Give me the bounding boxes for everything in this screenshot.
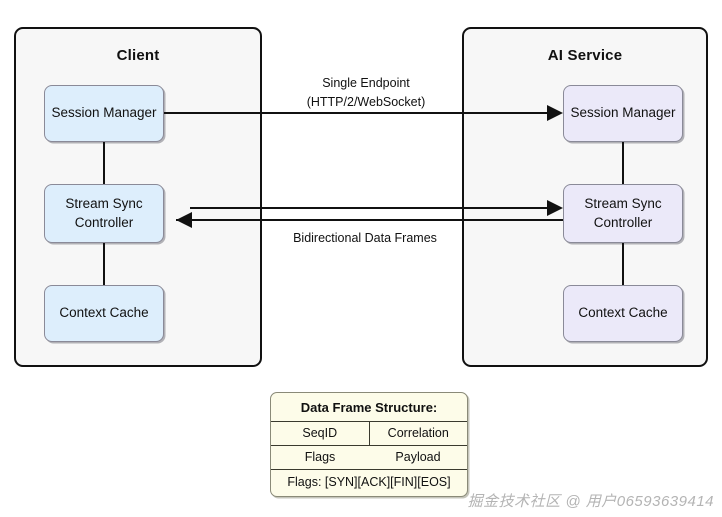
client-title: Client <box>116 47 160 64</box>
service-context-cache-label: Context Cache <box>578 305 668 321</box>
frame-cell-flags: Flags <box>304 450 336 464</box>
data-frame-structure-title: Data Frame Structure: <box>300 400 438 415</box>
single-endpoint-label-line1: Single Endpoint <box>322 76 410 90</box>
watermark: 掘金技术社区 @ 用户06593639414 <box>467 493 714 510</box>
data-frames-flow-line-outbound <box>190 207 552 209</box>
bidirectional-data-frames-label: Bidirectional Data Frames <box>272 229 458 248</box>
frame-flags-note: Flags: [SYN][ACK][FIN][EOS] <box>271 469 467 496</box>
single-endpoint-flow-line <box>164 112 552 114</box>
arrow-right-icon <box>547 200 563 216</box>
single-endpoint-label: Single Endpoint (HTTP/2/WebSocket) <box>276 74 456 112</box>
client-connector-session-to-stream <box>103 142 105 184</box>
table-row: SeqID Correlation <box>271 421 467 445</box>
service-session-manager-label: Session Manager <box>570 105 676 121</box>
data-frame-structure-card: Data Frame Structure: SeqID Correlation … <box>270 392 468 497</box>
service-context-cache-node[interactable]: Context Cache <box>563 285 683 342</box>
data-frames-flow-line-inbound <box>176 219 563 221</box>
service-connector-stream-to-context <box>622 243 624 285</box>
frame-cell-correlation: Correlation <box>387 426 449 440</box>
client-connector-stream-to-context <box>103 243 105 285</box>
table-row: Flags Payload <box>271 445 467 469</box>
service-connector-session-to-stream <box>622 142 624 184</box>
client-session-manager-label: Session Manager <box>51 105 157 121</box>
ai-service-title: AI Service <box>547 47 623 64</box>
service-session-manager-node[interactable]: Session Manager <box>563 85 683 142</box>
client-session-manager-node[interactable]: Session Manager <box>44 85 164 142</box>
arrow-left-icon <box>176 212 192 228</box>
single-endpoint-label-line2: (HTTP/2/WebSocket) <box>306 94 426 109</box>
arrow-right-icon <box>547 105 563 121</box>
client-context-cache-node[interactable]: Context Cache <box>44 285 164 342</box>
frame-cell-payload: Payload <box>395 450 441 464</box>
frame-cell-seqid: SeqID <box>271 422 370 445</box>
client-context-cache-label: Context Cache <box>59 305 149 321</box>
